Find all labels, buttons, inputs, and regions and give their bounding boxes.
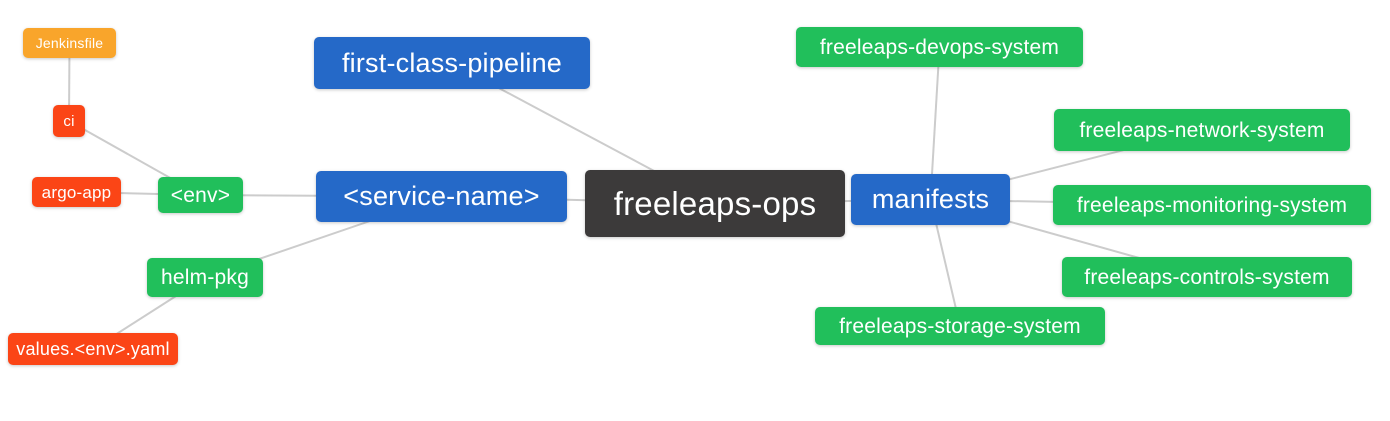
node-env[interactable]: <env>: [158, 177, 243, 213]
node-values-env-yaml[interactable]: values.<env>.yaml: [8, 333, 178, 365]
node-ci[interactable]: ci: [53, 105, 85, 137]
node-freeleaps-devops-system[interactable]: freeleaps-devops-system: [796, 27, 1083, 67]
node-freeleaps-ops-root[interactable]: freeleaps-ops: [585, 170, 845, 237]
node-freeleaps-controls-system[interactable]: freeleaps-controls-system: [1062, 257, 1352, 297]
node-manifests[interactable]: manifests: [851, 174, 1010, 225]
node-service-name[interactable]: <service-name>: [316, 171, 567, 222]
node-freeleaps-storage-system[interactable]: freeleaps-storage-system: [815, 307, 1105, 345]
node-argo-app[interactable]: argo-app: [32, 177, 121, 207]
node-freeleaps-monitoring-system[interactable]: freeleaps-monitoring-system: [1053, 185, 1371, 225]
node-jenkinsfile[interactable]: Jenkinsfile: [23, 28, 116, 58]
node-first-class-pipeline[interactable]: first-class-pipeline: [314, 37, 590, 89]
node-freeleaps-network-system[interactable]: freeleaps-network-system: [1054, 109, 1350, 151]
node-helm-pkg[interactable]: helm-pkg: [147, 258, 263, 297]
